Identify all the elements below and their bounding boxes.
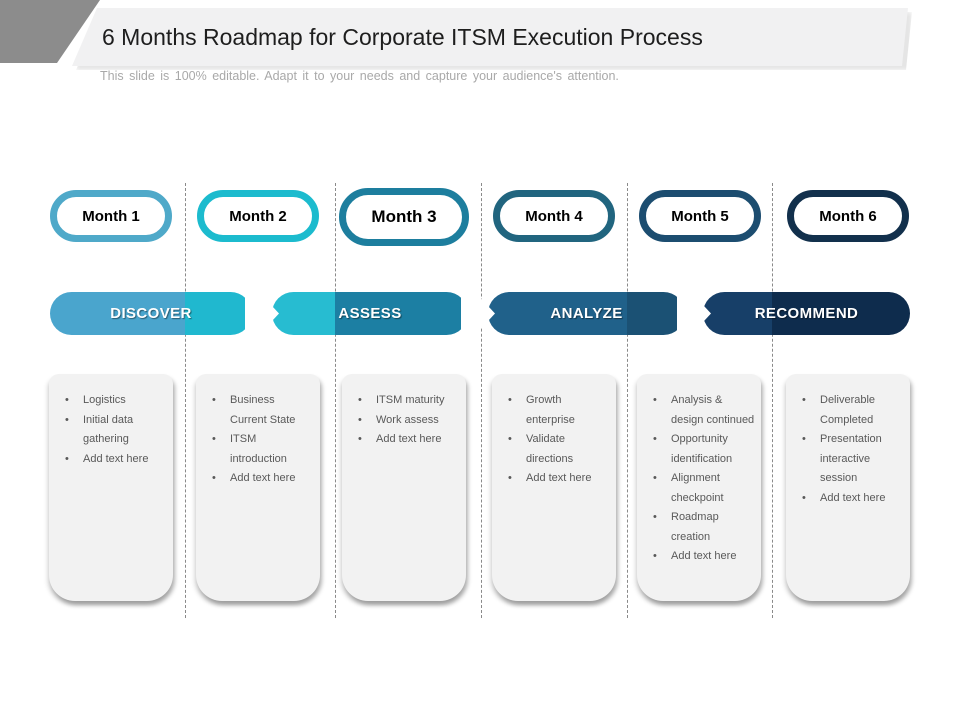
month-pill-6: Month 6 [787,190,909,242]
column-divider [185,183,186,618]
phase-bar-recommend: RECOMMEND [703,292,910,335]
bullet-list: Logistics Initial data gathering Add tex… [49,374,173,469]
bullet-item: Growth enterprise [506,391,610,430]
phase-segment-right [772,292,910,335]
bullet-item: ITSM introduction [210,430,314,469]
month-pill-4: Month 4 [493,190,615,242]
column-divider [772,183,773,618]
month-label: Month 1 [82,207,140,225]
phase-label: ANALYZE [550,305,623,322]
month-label: Month 3 [371,207,437,226]
phase-card-month-6: Deliverable Completed Presentation inter… [786,374,910,601]
month-label: Month 5 [671,207,729,225]
bullet-item: Add text here [506,469,610,489]
month-label: Month 2 [229,207,287,225]
bullet-item: ITSM maturity [356,391,460,411]
bullet-item: Validate directions [506,430,610,469]
page-subtitle: This slide is 100% editable. Adapt it to… [100,69,619,83]
phase-label: DISCOVER [110,305,192,322]
bullet-item: Work assess [356,411,460,431]
month-pill-3: Month 3 [339,188,469,246]
bullet-item: Add text here [63,450,167,470]
bullet-list: ITSM maturity Work assess Add text here [342,374,466,450]
phase-card-month-1: Logistics Initial data gathering Add tex… [49,374,173,601]
bullet-list: Analysis & design continued Opportunity … [637,374,761,567]
phase-card-month-3: ITSM maturity Work assess Add text here [342,374,466,601]
month-label: Month 6 [819,207,877,225]
month-label: Month 4 [525,207,583,225]
bullet-list: Deliverable Completed Presentation inter… [786,374,910,508]
bullet-item: Add text here [356,430,460,450]
bullet-item: Add text here [800,489,904,509]
phase-bar-discover: DISCOVER [50,292,252,335]
column-divider [627,183,628,618]
bullet-item: Logistics [63,391,167,411]
phase-segment-left [703,292,772,335]
bullet-item: Business Current State [210,391,314,430]
phase-label: RECOMMEND [754,305,859,322]
phase-segment-left [488,292,627,335]
phase-card-month-4: Growth enterprise Validate directions Ad… [492,374,616,601]
bullet-item: Initial data gathering [63,411,167,450]
month-pill-2: Month 2 [197,190,319,242]
bullet-item: Alignment checkpoint [651,469,755,508]
bullet-item: Analysis & design continued [651,391,755,430]
phase-segment-left [50,292,185,335]
phase-card-month-5: Analysis & design continued Opportunity … [637,374,761,601]
month-pill-5: Month 5 [639,190,761,242]
bullet-item: Roadmap creation [651,508,755,547]
phase-segment-right [185,292,252,335]
page-title: 6 Months Roadmap for Corporate ITSM Exec… [102,24,703,50]
bullet-item: Opportunity identification [651,430,755,469]
bullet-list: Growth enterprise Validate directions Ad… [492,374,616,489]
title-banner [72,8,908,66]
phase-bar-analyze: ANALYZE [488,292,685,335]
phase-segment-right [627,292,685,335]
column-divider [481,183,482,618]
phase-label: ASSESS [338,305,402,322]
phase-bar-assess: ASSESS [272,292,468,335]
bullet-item: Deliverable Completed [800,391,904,430]
bullet-item: Presentation interactive session [800,430,904,489]
phase-segment-right [335,292,468,335]
column-divider [335,183,336,618]
month-pill-1: Month 1 [50,190,172,242]
phase-card-month-2: Business Current State ITSM introduction… [196,374,320,601]
phase-segment-left [272,292,335,335]
bullet-list: Business Current State ITSM introduction… [196,374,320,489]
bullet-item: Add text here [651,547,755,567]
bullet-item: Add text here [210,469,314,489]
